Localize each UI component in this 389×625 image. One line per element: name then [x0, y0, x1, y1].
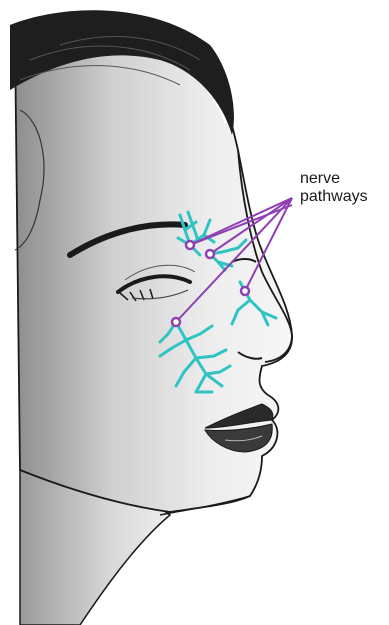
endpoint-cheek	[172, 318, 180, 326]
endpoint-nose	[241, 287, 249, 295]
endpoint-bridge	[206, 250, 214, 258]
annotation-label-pathways: pathways	[300, 188, 368, 206]
annotation-label-nerve: nerve	[300, 170, 340, 188]
endpoint-brow	[186, 241, 194, 249]
